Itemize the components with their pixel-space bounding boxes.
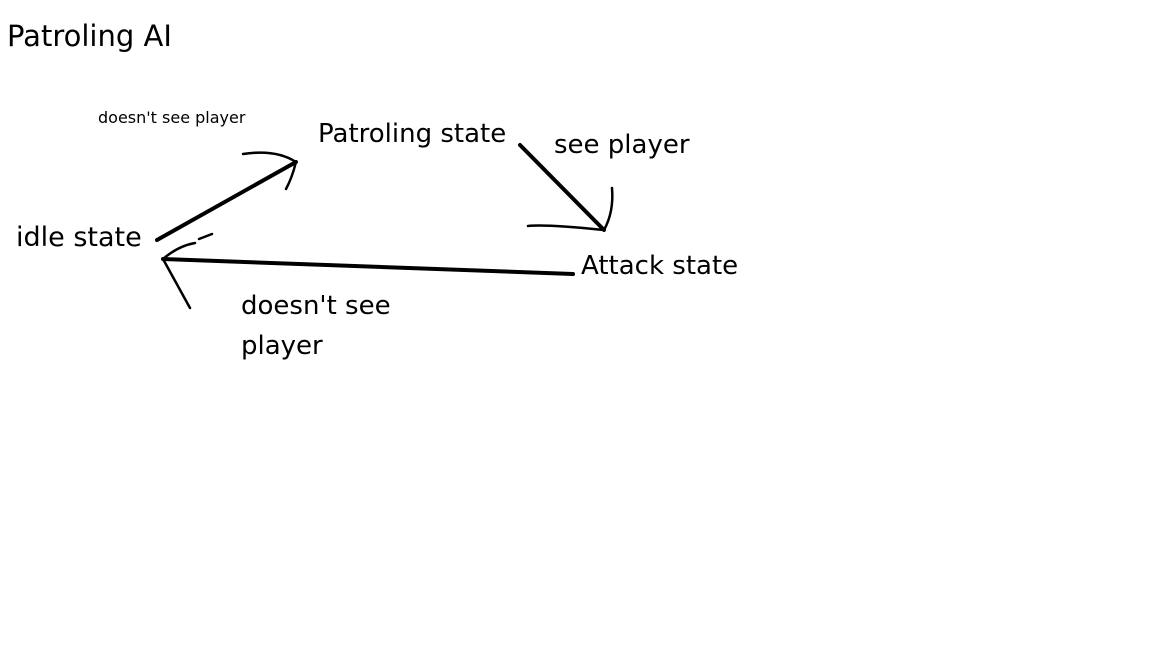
arrowhead-idle-to-patroling (241, 151, 298, 191)
state-patroling: Patroling state (318, 119, 507, 149)
arrowhead-attack-to-idle-lower (161, 257, 192, 310)
transition-label-patroling-to-attack: see player (554, 130, 690, 160)
arrowhead-patroling-to-attack (526, 186, 614, 232)
state-idle: idle state (16, 222, 142, 253)
arrow-idle-to-patroling (155, 160, 298, 242)
transition-label-idle-to-patroling: doesn't see player (98, 108, 246, 127)
page-title: Patroling AI (7, 19, 172, 53)
arrow-patroling-to-attack (518, 143, 606, 232)
arrowhead-attack-to-idle-tick (197, 232, 214, 241)
arrowhead-attack-to-idle-upper (161, 241, 197, 261)
transition-label-attack-to-idle: doesn't see player (241, 291, 391, 361)
arrow-attack-to-idle (161, 257, 575, 276)
state-attack: Attack state (581, 251, 739, 281)
